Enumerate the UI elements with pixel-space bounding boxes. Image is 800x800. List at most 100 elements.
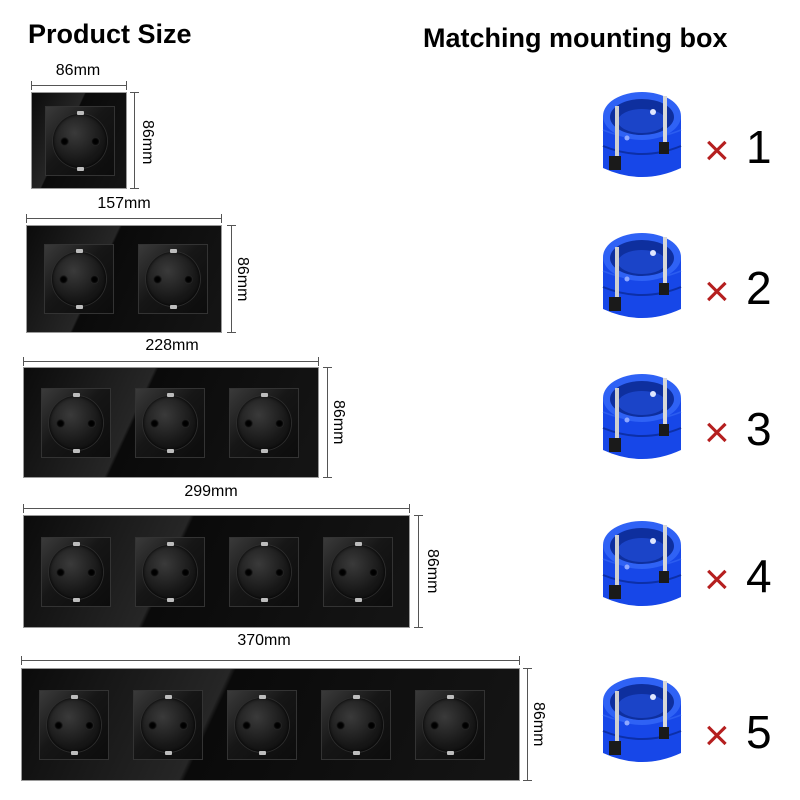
- schuko-socket-icon: [45, 105, 115, 176]
- earth-clip: [73, 392, 80, 397]
- socket-panel: [31, 92, 127, 189]
- width-label: 86mm: [55, 62, 101, 79]
- earth-clip: [167, 541, 174, 546]
- schuko-socket-icon: [44, 244, 114, 314]
- earth-clip: [261, 448, 268, 453]
- socket-pin: [461, 720, 470, 730]
- earth-clip: [73, 448, 80, 453]
- schuko-socket-icon: [229, 536, 299, 607]
- height-dimension-line: [130, 92, 139, 189]
- mounting-box-icon: [602, 233, 682, 318]
- earth-clip: [76, 305, 83, 309]
- box-quantity: 5: [746, 706, 772, 758]
- schuko-socket-icon: [133, 689, 203, 760]
- socket-pin: [273, 720, 282, 730]
- socket-panel: [21, 668, 520, 781]
- earth-clip: [261, 392, 268, 397]
- earth-clip: [447, 750, 454, 755]
- earth-clip: [261, 541, 268, 546]
- mounting-box: [597, 671, 687, 771]
- width-label: 370mm: [237, 632, 291, 649]
- width-label: 299mm: [184, 483, 238, 500]
- socket-pin: [179, 720, 188, 730]
- earth-clip: [355, 541, 362, 546]
- socket-pin: [184, 275, 193, 284]
- mounting-box-icon: [602, 521, 682, 606]
- socket-panel: [23, 515, 410, 628]
- schuko-socket-icon: [227, 689, 297, 760]
- earth-clip: [259, 694, 266, 699]
- earth-clip: [170, 249, 177, 253]
- socket-pin: [275, 567, 284, 577]
- height-dimension-line: [323, 367, 332, 478]
- width-label: 157mm: [97, 195, 151, 212]
- height-dimension-line: [227, 225, 236, 333]
- schuko-socket-icon: [41, 387, 111, 458]
- earth-clip: [447, 694, 454, 699]
- width-dimension-line: [31, 81, 127, 90]
- earth-clip: [73, 541, 80, 546]
- socket-pin: [181, 418, 190, 428]
- box-quantity: 1: [746, 121, 772, 173]
- mounting-box-icon: [602, 92, 682, 177]
- earth-clip: [76, 249, 83, 253]
- schuko-socket-icon: [138, 244, 208, 314]
- earth-clip: [165, 694, 172, 699]
- height-label: 86mm: [234, 257, 251, 302]
- socket-pin: [56, 418, 65, 428]
- box-quantity: 3: [746, 403, 772, 455]
- mounting-box-icon: [602, 374, 682, 459]
- socket-pin: [430, 720, 439, 730]
- socket-pin: [367, 720, 376, 730]
- matching-box-heading: Matching mounting box: [423, 23, 728, 53]
- earth-clip: [165, 750, 172, 755]
- schuko-socket-icon: [415, 689, 485, 760]
- width-dimension-line: [23, 357, 319, 366]
- earth-clip: [71, 694, 78, 699]
- socket-pin: [87, 567, 96, 577]
- socket-pin: [59, 275, 68, 284]
- earth-clip: [259, 750, 266, 755]
- mounting-box: [597, 227, 687, 327]
- socket-pin: [150, 567, 159, 577]
- socket-pin: [56, 567, 65, 577]
- socket-pin: [60, 136, 69, 146]
- height-label: 86mm: [139, 120, 156, 165]
- socket-panel: [23, 367, 319, 478]
- socket-pin: [90, 275, 99, 284]
- height-dimension-line: [523, 668, 532, 781]
- schuko-socket-icon: [323, 536, 393, 607]
- earth-clip: [167, 392, 174, 397]
- product-size-heading: Product Size: [28, 19, 192, 49]
- socket-pin: [275, 418, 284, 428]
- earth-clip: [170, 305, 177, 309]
- earth-clip: [77, 110, 84, 115]
- socket-pin: [54, 720, 63, 730]
- earth-clip: [167, 597, 174, 602]
- height-label: 86mm: [424, 549, 441, 594]
- height-label: 86mm: [530, 702, 547, 747]
- schuko-socket-icon: [39, 689, 109, 760]
- mounting-box-icon: [602, 677, 682, 762]
- multiply-sign: ×: [704, 408, 730, 457]
- multiply-sign: ×: [704, 711, 730, 760]
- socket-pin: [85, 720, 94, 730]
- earth-clip: [353, 694, 360, 699]
- socket-pin: [244, 567, 253, 577]
- height-dimension-line: [414, 515, 423, 628]
- width-dimension-line: [26, 214, 222, 223]
- earth-clip: [71, 750, 78, 755]
- socket-pin: [336, 720, 345, 730]
- multiply-sign: ×: [704, 126, 730, 175]
- box-quantity: 4: [746, 550, 772, 602]
- width-label: 228mm: [145, 337, 199, 354]
- earth-clip: [167, 448, 174, 453]
- earth-clip: [261, 597, 268, 602]
- socket-pin: [91, 136, 100, 146]
- schuko-socket-icon: [135, 387, 205, 458]
- earth-clip: [77, 166, 84, 171]
- socket-pin: [87, 418, 96, 428]
- multiply-sign: ×: [704, 555, 730, 604]
- mounting-box: [597, 86, 687, 186]
- schuko-socket-icon: [321, 689, 391, 760]
